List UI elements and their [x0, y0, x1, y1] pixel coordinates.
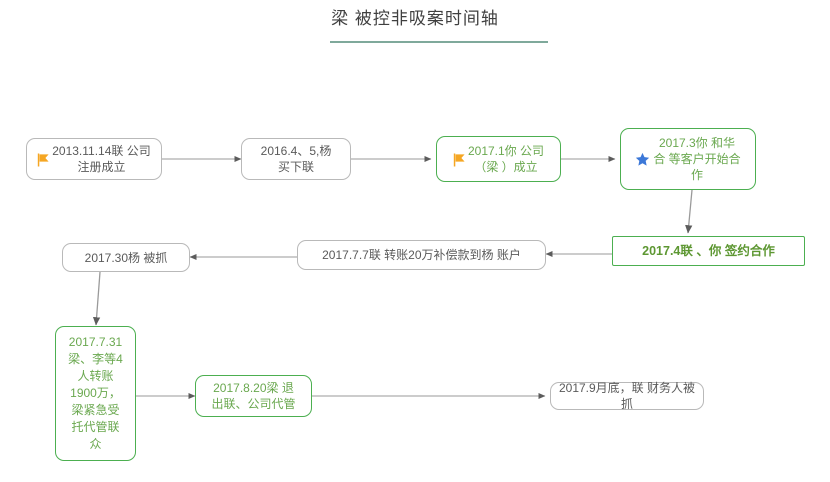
node-2017-08-20[interactable]: 2017.8.20梁 退 出联、公司代管 — [195, 375, 312, 417]
page-title: 梁 被控非吸案时间轴 — [0, 6, 830, 32]
flag-icon — [37, 153, 50, 167]
edge-n4-n5 — [685, 189, 693, 234]
node-2017-30[interactable]: 2017.30杨 被抓 — [62, 243, 190, 272]
node-label: 2017.9月底，联 财务人被抓 — [558, 381, 696, 411]
node-2017-01[interactable]: 2017.1你 公司 （梁 ）成立 — [436, 136, 561, 182]
edge-n7-n8 — [92, 271, 101, 326]
title-underline — [330, 41, 548, 43]
node-label: 2017.8.20梁 退 出联、公司代管 — [211, 381, 296, 411]
page-title-text: 梁 被控非吸案时间轴 — [331, 9, 499, 28]
node-2017-03[interactable]: 2017.3你 和华 合 等客户开始合 作 — [620, 128, 756, 190]
flag-icon — [453, 153, 466, 167]
star-icon — [635, 152, 650, 167]
node-label: 2013.11.14联 公司 注册成立 — [52, 144, 151, 174]
node-label: 2017.7.31 梁、李等4 人转账 1900万， 梁紧急受 托代管联 众 — [68, 335, 123, 451]
node-2017-04[interactable]: 2017.4联 、你 签约合作 — [612, 236, 805, 266]
node-label: 2017.7.7联 转账20万补偿款到杨 账户 — [322, 248, 521, 262]
node-2017-09[interactable]: 2017.9月底，联 财务人被抓 — [550, 381, 704, 411]
node-label: 2017.3你 和华 合 等客户开始合 作 — [653, 136, 741, 182]
node-label: 2017.4联 、你 签约合作 — [642, 244, 775, 258]
node-2016-04-05[interactable]: 2016.4、5,杨 买下联 — [241, 138, 351, 180]
node-2013-11-14[interactable]: 2013.11.14联 公司 注册成立 — [26, 138, 162, 180]
node-label: 2017.1你 公司 （梁 ）成立 — [467, 144, 545, 174]
node-2017-07-31[interactable]: 2017.7.31 梁、李等4 人转账 1900万， 梁紧急受 托代管联 众 — [55, 326, 136, 461]
node-label: 2016.4、5,杨 买下联 — [260, 144, 332, 174]
node-2017-07-07[interactable]: 2017.7.7联 转账20万补偿款到杨 账户 — [297, 240, 546, 270]
node-label: 2017.30杨 被抓 — [84, 250, 168, 265]
